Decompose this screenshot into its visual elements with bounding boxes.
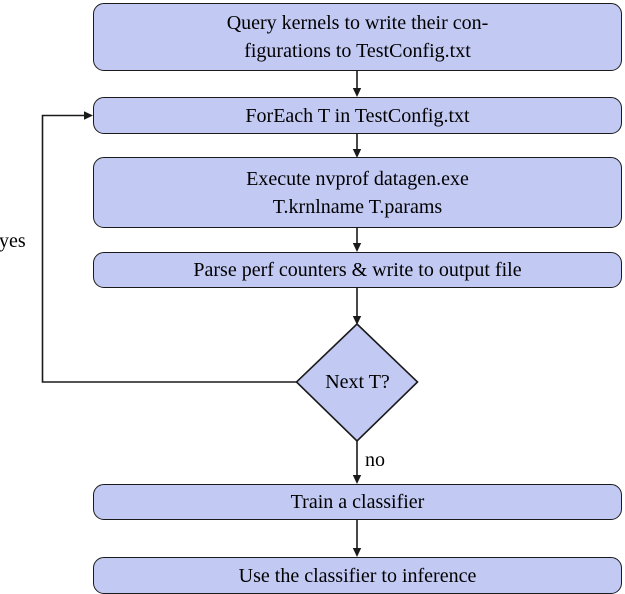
decision-diamond xyxy=(295,322,419,443)
node-parse-counters: Parse perf counters & write to output fi… xyxy=(93,252,622,288)
node-train-classifier: Train a classifier xyxy=(93,484,622,520)
arrowhead-icon xyxy=(84,111,93,120)
arrowhead-icon xyxy=(352,243,362,252)
node-text-line: Parse perf counters & write to output fi… xyxy=(193,259,522,281)
edge-label-yes: yes xyxy=(0,230,26,252)
node-text-line: Train a classifier xyxy=(290,491,425,513)
node-text-line: T.krnlname T.params xyxy=(272,195,443,218)
node-foreach: ForEach T in TestConfig.txt xyxy=(93,97,622,134)
node-decision-label: Next T? xyxy=(325,371,390,393)
arrowhead-icon xyxy=(352,548,362,557)
edge-decision-foreach-loop xyxy=(41,114,297,383)
arrowhead-icon xyxy=(352,475,362,484)
node-text-line: figurations to TestConfig.txt xyxy=(244,40,471,62)
node-query-kernels: Query kernels to write their con- figura… xyxy=(93,3,622,71)
arrowhead-icon xyxy=(352,316,362,325)
node-execute-nvprof: Execute nvprof datagen.exe T.krnlname T.… xyxy=(93,157,622,228)
node-use-classifier: Use the classifier to inference xyxy=(93,557,622,594)
node-text-line: ForEach T in TestConfig.txt xyxy=(245,104,470,127)
node-text-line: Use the classifier to inference xyxy=(238,564,477,587)
edge-label-no: no xyxy=(365,449,385,471)
arrowhead-icon xyxy=(352,88,362,97)
node-text-line: Query kernels to write their con- xyxy=(226,12,489,34)
node-text-line: Execute nvprof datagen.exe xyxy=(246,167,469,190)
arrowhead-icon xyxy=(352,149,362,158)
